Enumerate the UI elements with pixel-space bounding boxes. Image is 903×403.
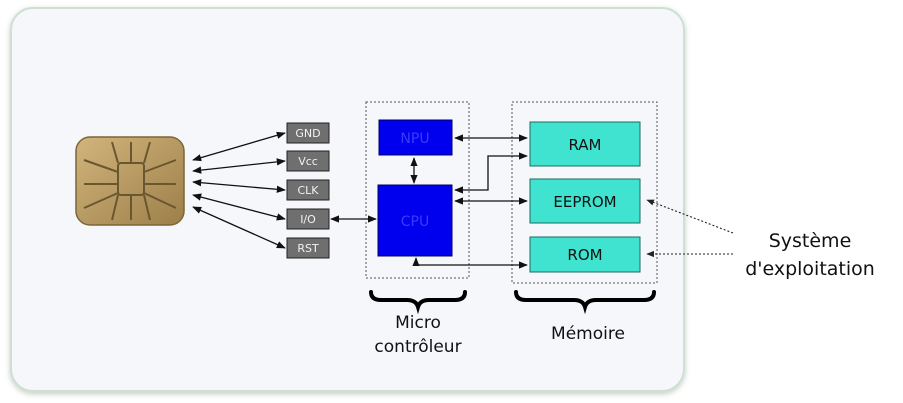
- chip-contact-icon: [75, 136, 185, 226]
- microcontroller-brace: [369, 290, 467, 315]
- pin-group: GND Vcc CLK I/O RST: [286, 122, 330, 259]
- cpu-label: CPU: [401, 214, 429, 230]
- pin-gnd-label: GND: [295, 127, 320, 140]
- npu-block: NPU: [378, 119, 453, 156]
- npu-label: NPU: [400, 131, 429, 147]
- microcontroller-box: [365, 101, 470, 279]
- pin-io: I/O: [286, 208, 330, 230]
- ram-label: RAM: [568, 136, 601, 154]
- pin-vcc-label: Vcc: [298, 155, 318, 168]
- os-label-line1: Système: [769, 230, 852, 252]
- eeprom-block: EEPROM: [529, 178, 641, 224]
- ram-block: RAM: [529, 121, 641, 167]
- chip-pin-connections: [192, 131, 286, 249]
- pin-io-label: I/O: [300, 213, 316, 226]
- os-pointers: [646, 199, 734, 258]
- rom-label: ROM: [567, 246, 602, 264]
- eeprom-label: EEPROM: [553, 193, 616, 211]
- pin-gnd: GND: [286, 122, 330, 144]
- pin-rst: RST: [286, 237, 330, 259]
- pin-clk: CLK: [286, 179, 330, 201]
- memory-label: Mémoire: [551, 324, 625, 344]
- pin-vcc: Vcc: [286, 150, 330, 172]
- pin-clk-label: CLK: [297, 184, 319, 197]
- microcontroller-label-line2: contrôleur: [374, 337, 461, 357]
- microcontroller-label-line1: Micro: [395, 313, 441, 333]
- pin-rst-label: RST: [297, 242, 319, 255]
- memory-connections: [412, 134, 528, 269]
- cpu-block: CPU: [377, 184, 453, 257]
- os-label-line2: d'exploitation: [745, 258, 875, 280]
- rom-block: ROM: [529, 236, 641, 273]
- memory-brace: [514, 290, 656, 315]
